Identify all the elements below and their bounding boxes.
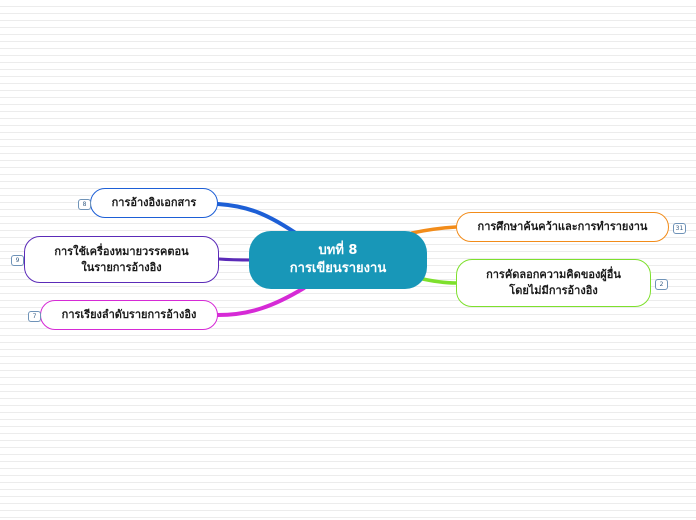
topic-label: การอ้างอิงเอกสาร — [111, 196, 197, 209]
topic-punctuation-in-references[interactable]: การใช้เครื่องหมายวรรคตอน ในรายการอ้างอิง — [24, 236, 219, 283]
child-count-badge[interactable]: 7 — [28, 311, 41, 322]
topic-document-citation[interactable]: การอ้างอิงเอกสาร — [90, 188, 218, 218]
child-count-badge[interactable]: 9 — [11, 255, 24, 266]
topic-label: การศึกษาค้นคว้าและการทำรายงาน — [477, 220, 648, 233]
topic-label-line2: ในรายการอ้างอิง — [81, 260, 162, 274]
branch-link-research — [410, 225, 458, 235]
branch-link-punctuation — [217, 257, 254, 262]
child-count-badge[interactable]: 8 — [78, 199, 91, 210]
topic-research-and-reporting[interactable]: การศึกษาค้นคว้าและการทำรายงาน — [456, 212, 669, 242]
branch-link-plagiarism — [416, 276, 458, 285]
branch-link-document-citation — [216, 202, 302, 238]
topic-label-line1: การใช้เครื่องหมายวรรคตอน — [54, 244, 189, 258]
topic-label-line1: การคัดลอกความคิดของผู้อื่น — [486, 268, 621, 281]
topic-label-line2: โดยไม่มีการอ้างอิง — [509, 284, 598, 297]
child-count-badge[interactable]: 31 — [673, 223, 686, 234]
topic-reference-ordering[interactable]: การเรียงลำดับรายการอ้างอิง — [40, 300, 218, 330]
topic-label: การเรียงลำดับรายการอ้างอิง — [61, 308, 197, 321]
central-topic[interactable]: บทที่ 8 การเขียนรายงาน — [249, 231, 427, 289]
topic-plagiarism-without-citation[interactable]: การคัดลอกความคิดของผู้อื่น โดยไม่มีการอ้… — [456, 259, 651, 307]
central-topic-title: บทที่ 8 — [318, 243, 358, 258]
child-count-badge[interactable]: 2 — [655, 279, 668, 290]
central-topic-subtitle: การเขียนรายงาน — [289, 261, 387, 276]
branch-link-ordering — [216, 286, 306, 317]
